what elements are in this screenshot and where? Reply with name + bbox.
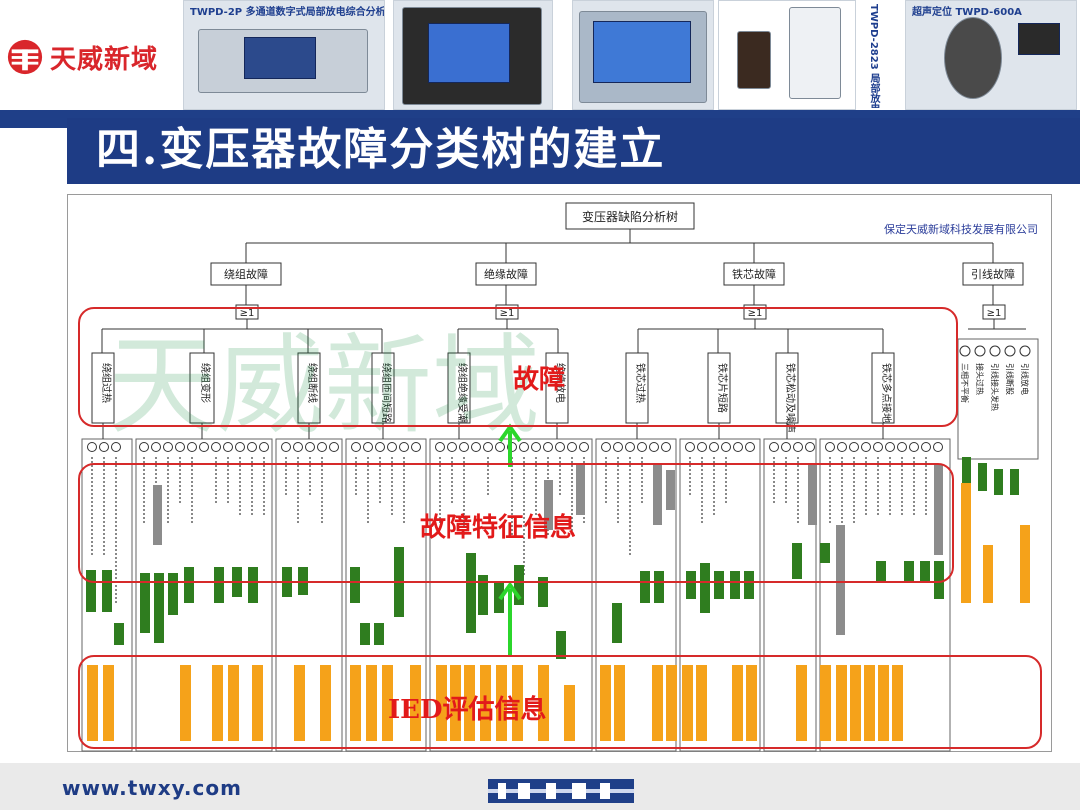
branch-label: 铁芯故障	[732, 267, 776, 281]
product-caption: 超声定位 TWPD-600A	[912, 3, 1022, 18]
feature-overlay-label: 故障特征信息	[420, 507, 576, 544]
branch-label: 绕组故障	[224, 267, 268, 281]
branch-label: 绝缘故障	[484, 267, 528, 281]
product-image-handheld	[718, 0, 856, 110]
tree-company-label: 保定天威新域科技发展有限公司	[884, 222, 1038, 236]
gate-label: ≥1	[987, 308, 1002, 319]
ied-region-outline	[78, 655, 1042, 749]
fault-overlay-label: 故障	[513, 359, 565, 396]
lead-fault-label: 引线放电	[1020, 363, 1030, 395]
product-image-laptop-unit	[572, 0, 714, 110]
product-caption: TWPD-2823 局部放电超声波定位	[866, 4, 881, 108]
product-image-twpd-2p: TWPD-2P 多通道数字式局部放电综合分析仪	[183, 0, 385, 110]
lead-fault-label: 引线接头发热	[990, 363, 1000, 411]
lead-fault-label: 三相不平衡	[960, 363, 970, 403]
fault-tree-diagram: 变压器缺陷分析树 保定天威新域科技发展有限公司 绕组故障 绝缘故障 铁芯故障 引…	[67, 194, 1052, 752]
lead-fault-label: 引线断股	[1005, 363, 1015, 395]
logo-mark-icon	[6, 38, 44, 76]
product-caption: TWPD-2P 多通道数字式局部放电综合分析仪	[190, 3, 385, 18]
slide-title: 四.变压器故障分类树的建立	[96, 122, 665, 178]
company-logo[interactable]: 天威新域	[6, 36, 176, 78]
product-image-analyzer	[393, 0, 553, 110]
footer-website-link[interactable]: www.twxy.com	[62, 776, 242, 800]
footer-badge-icon	[488, 779, 634, 803]
tree-root-label: 变压器缺陷分析树	[582, 209, 678, 224]
lead-fault-label: 接头过热	[975, 363, 985, 395]
branch-label: 引线故障	[971, 267, 1015, 281]
logo-text: 天威新域	[50, 39, 158, 76]
product-image-ultrasonic: 超声定位 TWPD-600A	[905, 0, 1077, 110]
product-image-twpd-2823: TWPD-2823 局部放电超声波定位	[858, 0, 888, 108]
ied-overlay-label: IED评估信息	[388, 689, 547, 726]
